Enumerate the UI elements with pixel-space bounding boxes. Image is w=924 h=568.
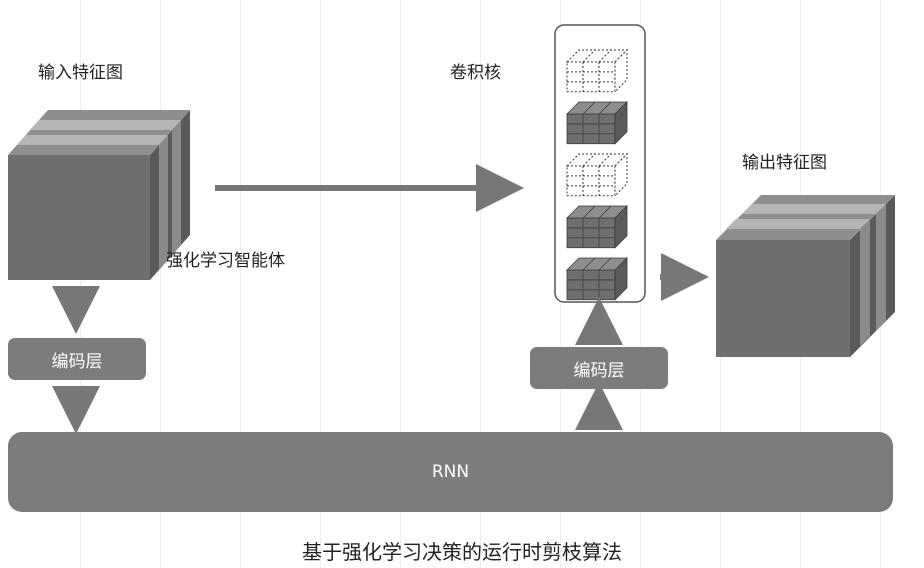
rnn-label: RNN bbox=[431, 462, 470, 482]
output-feature-map bbox=[716, 195, 895, 357]
grid-line bbox=[240, 0, 241, 568]
diagram-caption: 基于强化学习决策的运行时剪枝算法 bbox=[302, 540, 622, 564]
kernel-pruned bbox=[565, 48, 629, 93]
input-feature-map-stripe bbox=[30, 120, 181, 130]
grid-line bbox=[80, 0, 81, 568]
input-feature-map-stripe bbox=[17, 135, 168, 145]
input-feature-map-front bbox=[8, 155, 150, 280]
output-feature-map-stripe bbox=[726, 219, 870, 229]
input-feature-map-side-stripe bbox=[159, 135, 168, 270]
input-feature-map bbox=[8, 110, 190, 280]
encoder-right-label: 编码层 bbox=[573, 360, 625, 381]
grid-line bbox=[400, 0, 401, 568]
kernel-active bbox=[566, 205, 628, 249]
input-feature-map-label: 输入特征图 bbox=[38, 63, 123, 83]
rl-agent-label: 强化学习智能体 bbox=[166, 251, 285, 271]
kernel-pruned bbox=[565, 152, 629, 197]
encoder-left-label: 编码层 bbox=[51, 351, 103, 372]
kernel-label: 卷积核 bbox=[450, 63, 501, 83]
input-feature-map-side-stripe bbox=[172, 120, 181, 255]
grid-line bbox=[320, 0, 321, 568]
kernel-active bbox=[566, 101, 628, 145]
kernel-active bbox=[566, 257, 628, 301]
rnn-bar: RNN bbox=[8, 432, 893, 512]
encoder-left-box: 编码层 bbox=[8, 338, 146, 380]
output-feature-map-front bbox=[716, 240, 850, 357]
encoder-right-box: 编码层 bbox=[530, 347, 668, 389]
output-feature-map-stripe bbox=[742, 204, 886, 214]
grid-line bbox=[480, 0, 481, 568]
grid-line bbox=[160, 0, 161, 568]
output-feature-map-side-stripe bbox=[860, 219, 870, 346]
kernel-stack bbox=[565, 48, 629, 301]
output-feature-map-label: 输出特征图 bbox=[742, 153, 827, 173]
output-feature-map-side-stripe bbox=[876, 204, 886, 331]
